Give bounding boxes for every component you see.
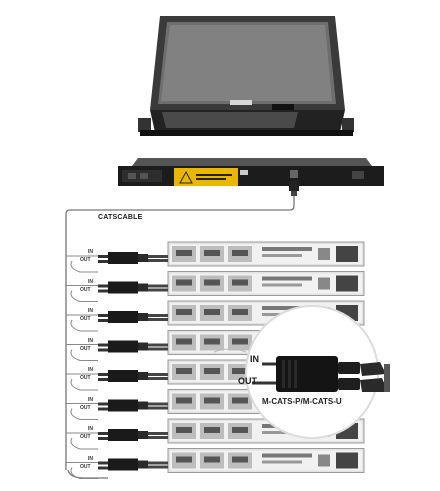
server-unit xyxy=(167,448,365,473)
port-out-label: OUT xyxy=(80,434,91,440)
port-in-label: IN xyxy=(88,396,93,403)
server-unit xyxy=(167,271,365,296)
warning-label xyxy=(174,168,238,186)
adapter-dongle xyxy=(66,370,168,391)
adapter-dongle xyxy=(66,281,168,302)
port-out-label: OUT xyxy=(80,404,91,411)
port-in-label: IN xyxy=(88,337,93,344)
port-in-label: IN xyxy=(88,455,93,462)
adapter-dongle xyxy=(66,429,168,450)
vga-connector xyxy=(338,362,360,374)
port-out-label: OUT xyxy=(80,375,91,381)
adapter-dongle xyxy=(66,458,168,479)
kvm-switch xyxy=(118,158,384,186)
port-out-label: OUT xyxy=(80,257,91,263)
port-in-label: IN xyxy=(88,308,93,314)
adapter-dongle xyxy=(66,399,168,420)
port-out-label: OUT xyxy=(80,463,91,470)
catscable-label: CATSCABLE xyxy=(98,214,143,221)
adapter-out-label: OUT xyxy=(238,376,257,386)
port-in-label: IN xyxy=(88,426,93,432)
port-in-label: IN xyxy=(88,249,93,255)
adapter-model-label: M-CATS-P/M-CATS-U xyxy=(262,397,342,406)
port-in-label: IN xyxy=(88,278,93,285)
usb-connector xyxy=(338,378,360,390)
port-out-label: OUT xyxy=(80,316,91,322)
lcd-console-drawer xyxy=(138,16,354,136)
port-out-label: OUT xyxy=(80,286,91,293)
adapter-dongle xyxy=(66,311,168,332)
switch-output-connector xyxy=(289,181,299,196)
port-in-label: IN xyxy=(88,367,93,373)
adapter-dongle xyxy=(66,340,168,361)
adapter-in-label: IN xyxy=(250,354,259,364)
adapter-column xyxy=(66,252,168,479)
adapter-dongle xyxy=(66,252,168,273)
server-unit xyxy=(167,241,365,267)
port-out-label: OUT xyxy=(80,345,91,352)
adapter-body xyxy=(276,356,338,392)
adapter-callout xyxy=(245,305,390,439)
